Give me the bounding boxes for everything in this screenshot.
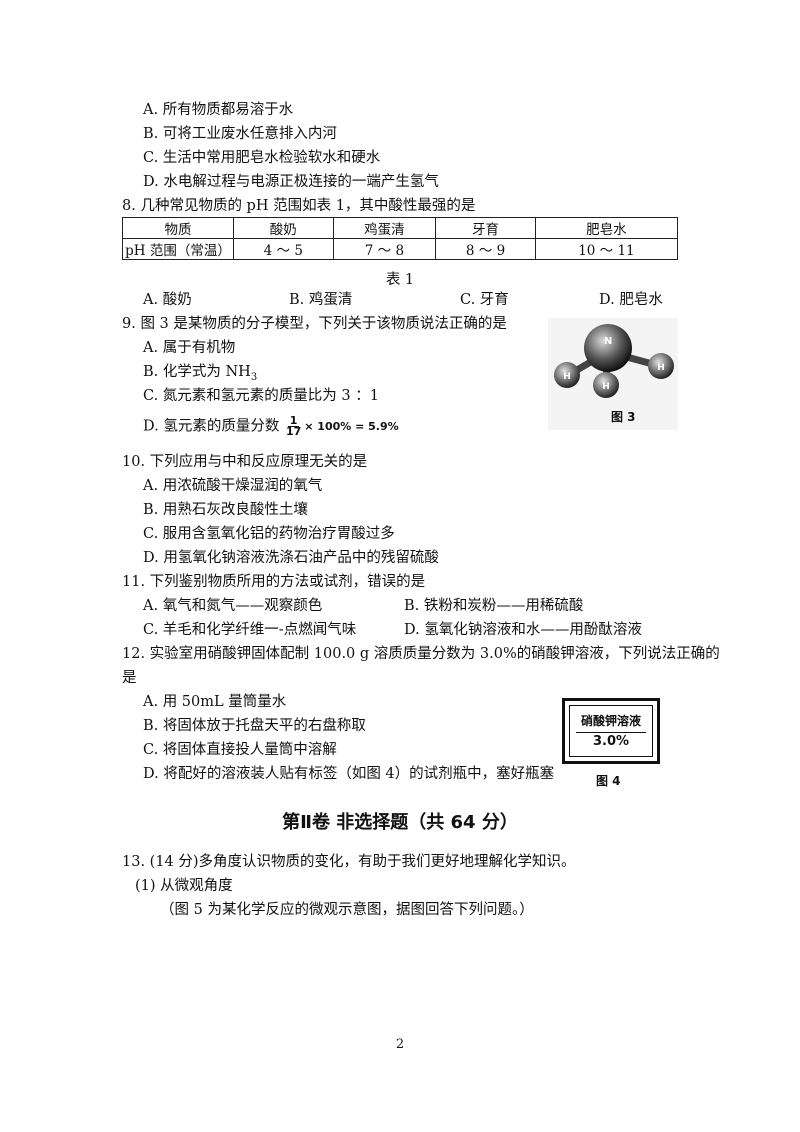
q8-option-a: A. 酸奶 (143, 292, 192, 308)
atom-label: H (602, 382, 610, 392)
table-cell: 7 ～ 8 (332, 238, 437, 260)
q8-stem: 8. 几种常见物质的 pH 范围如表 1，其中酸性最强的是 (122, 198, 476, 214)
table-header-cell: 酸奶 (233, 217, 334, 239)
q11-option-b: B. 铁粉和炭粉——用稀硫酸 (404, 598, 584, 614)
fraction: 1 17 (285, 414, 302, 438)
table-cell: pH 范围（常温） (122, 238, 234, 260)
q10-stem: 10. 下列应用与中和反应原理无关的是 (122, 454, 368, 470)
q9-option-c: C. 氮元素和氢元素的质量比为 3 ：1 (143, 388, 379, 404)
q10-option-d: D. 用氢氧化钠溶液洗涤石油产品中的残留硫酸 (143, 550, 439, 566)
table-row: 物质 酸奶 鸡蛋清 牙育 肥皂水 (122, 217, 679, 239)
q9-option-b: B. 化学式为 NH3 (143, 362, 257, 388)
q9-option-d-text: D. 氢元素的质量分数 (143, 418, 280, 435)
q7-option-c: C. 生活中常用肥皂水检验软水和硬水 (143, 150, 381, 166)
formula-rest: × 100% = 5.9% (304, 419, 399, 433)
q12-option-c: C. 将固体直接投人量筒中溶解 (143, 742, 337, 758)
q13-note: （图 5 为某化学反应的微观示意图，据图回答下列问题。） (160, 902, 534, 918)
q8-option-b: B. 鸡蛋清 (289, 292, 353, 308)
figure-4-caption: 图 4 (596, 774, 621, 788)
q11-option-c: C. 羊毛和化学纤维一-点燃闻气味 (143, 622, 357, 638)
table-caption: 表 1 (385, 272, 415, 288)
q9-option-b-text: B. 化学式为 NH (143, 364, 251, 380)
table-header-cell: 鸡蛋清 (332, 217, 437, 239)
q12-option-a: A. 用 50mL 量筒量水 (143, 694, 287, 710)
q12-option-d: D. 将配好的溶液装人贴有标签（如图 4）的试剂瓶中，塞好瓶塞 (143, 766, 555, 782)
table-cell: 10 ～ 11 (534, 238, 679, 260)
q10-option-c: C. 服用含氢氧化铝的药物治疗胃酸过多 (143, 526, 395, 542)
q11-option-a: A. 氧气和氮气——观察颜色 (143, 598, 323, 614)
reagent-label-inner: 硝酸钾溶液 3.0% (569, 705, 653, 757)
q10-option-b: B. 用熟石灰改良酸性土壤 (143, 502, 308, 518)
q9-option-a: A. 属于有机物 (143, 340, 236, 356)
section-title: 第Ⅱ卷 非选择题（共 64 分） (282, 812, 518, 833)
q7-option-a: A. 所有物质都易溶于水 (143, 102, 294, 118)
q11-stem: 11. 下列鉴别物质所用的方法或试剂，错误的是 (122, 574, 426, 590)
label-divider (576, 732, 646, 733)
figure-3-caption: 图 3 (611, 410, 636, 424)
q13-part1: (1) 从微观角度 (135, 878, 233, 894)
reagent-label-figure: 硝酸钾溶液 3.0% 图 4 (556, 690, 666, 794)
q7-option-d: D. 水电解过程与电源正极连接的一端产生氢气 (143, 174, 439, 190)
q9-option-d: D. 氢元素的质量分数 1 17 × 100% = 5.9% (143, 414, 399, 438)
table-header-cell: 牙育 (435, 217, 536, 239)
ammonia-molecule-icon: N H H H (548, 318, 678, 430)
mass-fraction-formula: 1 17 × 100% = 5.9% (285, 414, 399, 438)
atom-label: H (657, 363, 665, 373)
fraction-denominator: 17 (285, 425, 302, 438)
table-header-cell: 物质 (122, 217, 234, 239)
subscript: 3 (250, 371, 258, 383)
q12-stem-line1: 12. 实验室用硝酸钾固体配制 100.0 g 溶质质量分数为 3.0%的硝酸钾… (122, 646, 720, 662)
table-cell: 4 ～ 5 (233, 238, 334, 260)
q11-option-d: D. 氢氧化钠溶液和水——用酚酞溶液 (404, 622, 642, 638)
q8-option-c: C. 牙育 (460, 292, 509, 308)
table-row: pH 范围（常温） 4 ～ 5 7 ～ 8 8 ～ 9 10 ～ 11 (122, 238, 679, 260)
molecule-model-figure: N H H H (548, 318, 678, 430)
q12-option-b: B. 将固体放于托盘天平的右盘称取 (143, 718, 366, 734)
q8-option-d: D. 肥皂水 (599, 292, 663, 308)
ph-table: 物质 酸奶 鸡蛋清 牙育 肥皂水 pH 范围（常温） 4 ～ 5 7 ～ 8 8… (122, 217, 679, 260)
q12-stem-line2: 是 (122, 670, 137, 686)
atom-label: H (563, 372, 571, 382)
q9-stem: 9. 图 3 是某物质的分子模型，下列关于该物质说法正确的是 (122, 316, 507, 332)
table-header-cell: 肥皂水 (534, 217, 679, 239)
q10-option-a: A. 用浓硫酸干燥湿润的氧气 (143, 478, 323, 494)
table-cell: 8 ～ 9 (435, 238, 536, 260)
label-concentration: 3.0% (592, 734, 630, 749)
atom-label: N (604, 336, 612, 347)
label-substance: 硝酸钾溶液 (580, 714, 641, 728)
page-number: 2 (395, 1037, 405, 1052)
reagent-label: 硝酸钾溶液 3.0% (562, 698, 660, 764)
fraction-numerator: 1 (287, 414, 300, 427)
q13-stem: 13. (14 分)多角度认识物质的变化，有助于我们更好地理解化学知识。 (122, 854, 576, 870)
q7-option-b: B. 可将工业废水任意排入内河 (143, 126, 337, 142)
